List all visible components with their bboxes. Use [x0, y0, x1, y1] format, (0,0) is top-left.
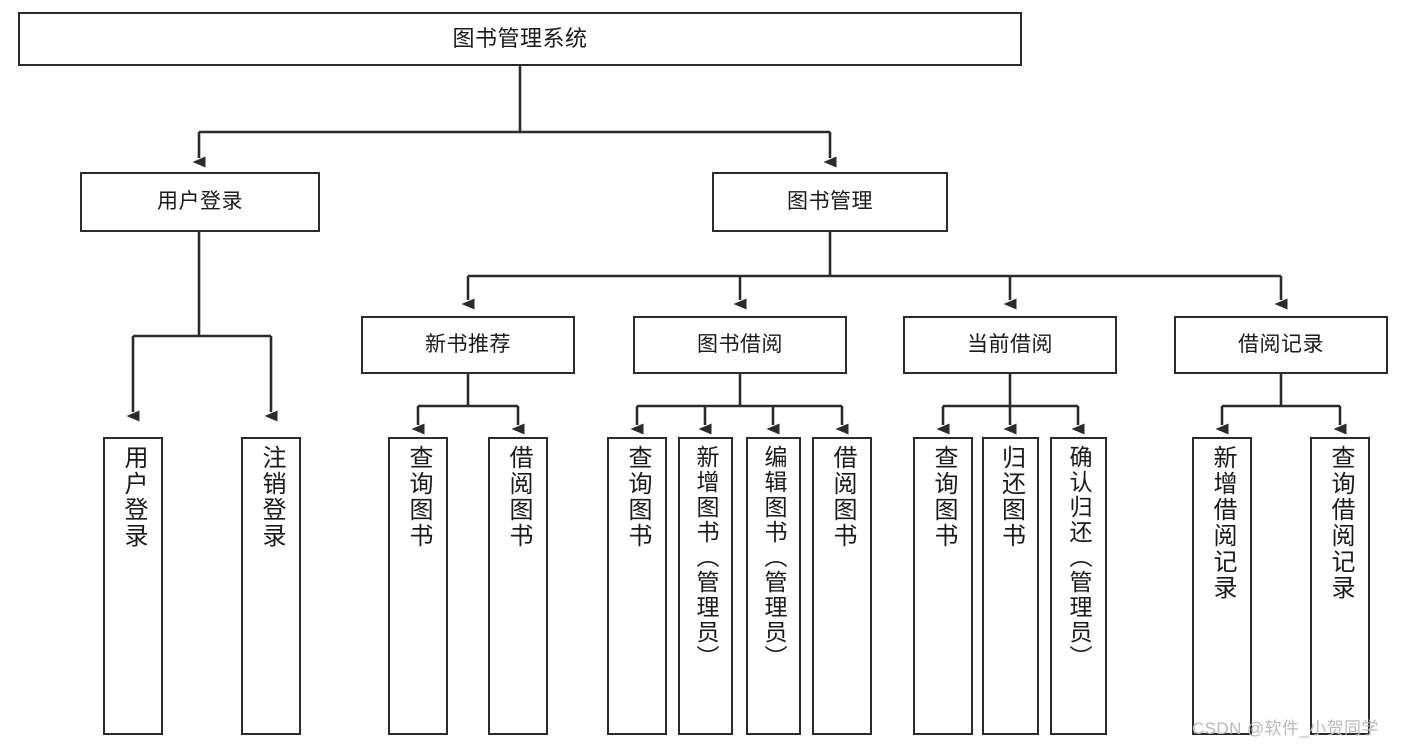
node-label: 借阅图书: [505, 445, 532, 549]
csdn-watermark: CSDN @软件_小贺同学: [1192, 719, 1379, 738]
node-label: 查询图书: [405, 445, 432, 549]
leaf-bb-add-book-admin[interactable]: 新增图书（管理员）: [678, 437, 733, 735]
node-label: 查询图书: [930, 445, 957, 549]
leaf-user-login[interactable]: 用户登录: [103, 437, 163, 735]
node-label: 查询借阅记录: [1327, 445, 1354, 601]
node-label: 图书管理系统: [452, 25, 588, 51]
node-current-borrowing[interactable]: 当前借阅: [903, 316, 1117, 374]
node-label: 图书管理: [787, 190, 873, 214]
leaf-cb-confirm-return-admin[interactable]: 确认归还（管理员）: [1050, 437, 1107, 735]
node-root-system[interactable]: 图书管理系统: [18, 12, 1022, 66]
leaf-logout[interactable]: 注销登录: [241, 437, 301, 735]
node-label: 新增图书（管理员）: [693, 445, 719, 670]
node-label: 查询图书: [624, 445, 651, 549]
node-label: 借阅记录: [1238, 333, 1324, 357]
node-label: 确认归还（管理员）: [1066, 445, 1092, 670]
leaf-bb-borrow-book[interactable]: 借阅图书: [812, 437, 872, 735]
node-user-login[interactable]: 用户登录: [80, 172, 320, 232]
leaf-br-add-record[interactable]: 新增借阅记录: [1192, 437, 1252, 735]
node-label: 图书借阅: [697, 333, 783, 357]
leaf-br-query-record[interactable]: 查询借阅记录: [1310, 437, 1370, 735]
leaf-cb-return-book[interactable]: 归还图书: [982, 437, 1039, 735]
leaf-nbr-borrow-book[interactable]: 借阅图书: [488, 437, 548, 735]
node-label: 编辑图书（管理员）: [761, 445, 787, 670]
leaf-nbr-query-book[interactable]: 查询图书: [388, 437, 448, 735]
node-label: 用户登录: [157, 190, 243, 214]
node-label: 新书推荐: [425, 333, 511, 357]
node-new-book-recommendation[interactable]: 新书推荐: [361, 316, 575, 374]
node-borrow-records[interactable]: 借阅记录: [1174, 316, 1388, 374]
node-book-management[interactable]: 图书管理: [712, 172, 948, 232]
leaf-bb-edit-book-admin[interactable]: 编辑图书（管理员）: [746, 437, 801, 735]
leaf-cb-query-book[interactable]: 查询图书: [913, 437, 973, 735]
node-label: 当前借阅: [967, 333, 1053, 357]
node-book-borrowing[interactable]: 图书借阅: [633, 316, 847, 374]
leaf-bb-query-book[interactable]: 查询图书: [607, 437, 667, 735]
node-label: 归还图书: [997, 445, 1025, 549]
node-label: 用户登录: [120, 445, 147, 549]
node-label: 借阅图书: [829, 445, 856, 549]
node-label: 注销登录: [258, 445, 285, 549]
node-label: 新增借阅记录: [1209, 445, 1236, 601]
